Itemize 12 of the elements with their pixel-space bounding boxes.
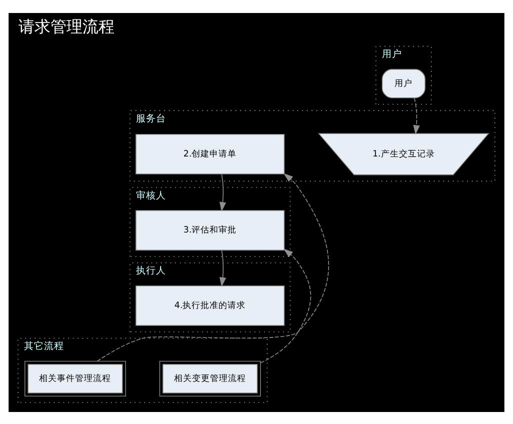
node-box: 3.评估和审批 (136, 210, 285, 250)
arrow (96, 172, 329, 362)
arrow (219, 173, 226, 212)
node-box: 用户 (382, 68, 426, 98)
diagram-title: 请求管理流程 (18, 16, 115, 36)
node-box: 2.创建申请单 (136, 133, 285, 174)
node-box: 相关变更管理流程 (159, 360, 261, 396)
arrow (413, 97, 420, 134)
node-box: 4.执行批准的请求 (136, 284, 285, 326)
arrow (220, 250, 226, 286)
node-box: 相关事件管理流程 (24, 360, 126, 396)
arrow (260, 248, 312, 363)
